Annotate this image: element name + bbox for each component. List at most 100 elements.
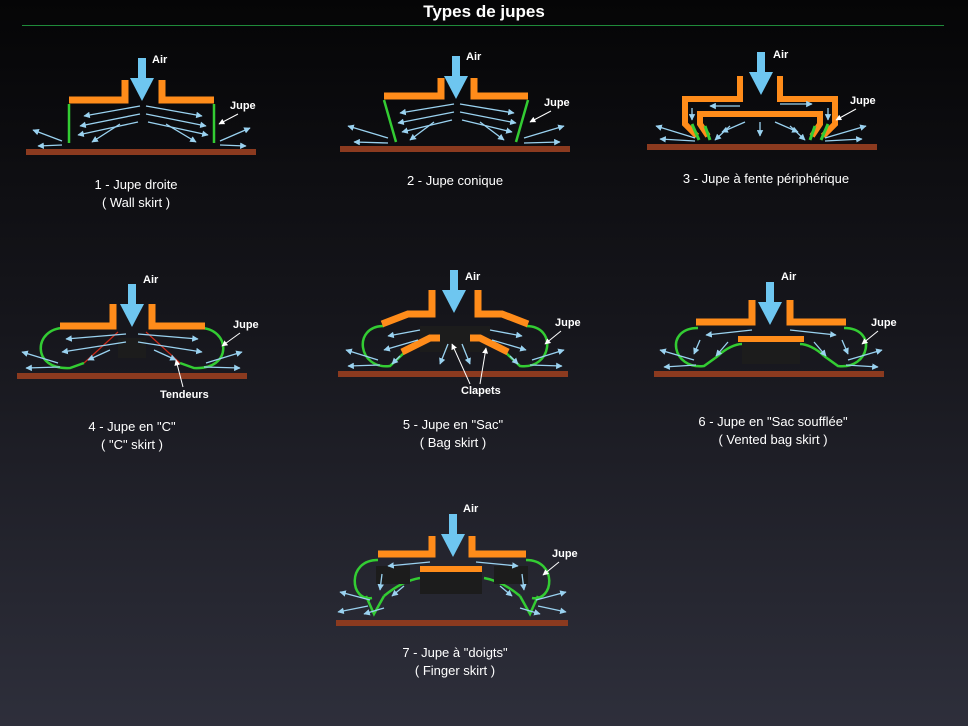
finger-left bbox=[364, 595, 386, 617]
caption-fr: 2 - Jupe conique bbox=[406, 173, 504, 188]
jupe-pointer bbox=[218, 113, 239, 125]
ground bbox=[17, 373, 247, 379]
skirt-left-bag bbox=[361, 324, 406, 368]
caption-skirt-3: 3 - Jupe à fente périphérique bbox=[636, 170, 896, 188]
clapets-pointer-right bbox=[479, 347, 489, 385]
skirt-left-bag bbox=[353, 558, 379, 600]
air-inlet-arrow bbox=[130, 58, 154, 101]
air-flow-arrows bbox=[655, 100, 867, 143]
air-flow-arrows bbox=[21, 333, 243, 372]
jupe-label: Jupe bbox=[555, 317, 581, 329]
skirt-left-a bbox=[690, 123, 701, 141]
clapets-pointer-left bbox=[451, 343, 471, 385]
hull-right bbox=[474, 290, 530, 328]
skirt-right-c bbox=[179, 326, 225, 370]
caption-fr: 3 - Jupe à fente périphérique bbox=[682, 171, 850, 186]
skirt-right-bag bbox=[823, 326, 868, 368]
caption-fr: 4 - Jupe en "C" bbox=[88, 419, 176, 434]
page-title: Types de jupes bbox=[423, 2, 545, 21]
hull-inner bbox=[697, 111, 823, 138]
jupe-label: Jupe bbox=[850, 95, 876, 107]
skirt-left bbox=[382, 99, 398, 143]
bag-block bbox=[420, 570, 482, 594]
air-inlet-arrow bbox=[442, 270, 466, 313]
inner-block-right bbox=[494, 566, 528, 584]
finger-right bbox=[518, 595, 540, 617]
inner-block-left bbox=[376, 566, 410, 584]
air-flow-arrows bbox=[345, 329, 565, 370]
hull-outer bbox=[682, 76, 838, 139]
jupe-label: Jupe bbox=[233, 319, 259, 331]
jupe-pointer bbox=[835, 108, 857, 121]
jupe-pointer bbox=[861, 330, 879, 345]
clapet-right bbox=[470, 334, 510, 356]
ground bbox=[340, 146, 570, 152]
hull-right bbox=[468, 536, 526, 558]
diagram-peripheral-jet-skirt: Air Jupe bbox=[647, 49, 877, 150]
jupe-pointer bbox=[544, 330, 562, 345]
air-inlet-arrow bbox=[441, 514, 465, 557]
air-label: Air bbox=[465, 271, 481, 283]
diagram-c-skirt: Air Jupe Tendeurs bbox=[17, 274, 259, 401]
bag-plate bbox=[738, 336, 804, 342]
diagram-bag-skirt: Air Jupe Clapets bbox=[338, 270, 581, 397]
jupe-pointer bbox=[221, 332, 241, 347]
caption-skirt-1: 1 - Jupe droite ( Wall skirt ) bbox=[6, 176, 266, 212]
air-flow-arrows bbox=[32, 105, 251, 150]
caption-skirt-2: 2 - Jupe conique bbox=[325, 172, 585, 190]
skirt-right bbox=[514, 99, 530, 143]
air-label: Air bbox=[773, 49, 789, 61]
caption-fr: 5 - Jupe en "Sac" bbox=[402, 417, 504, 432]
skirt-right-bag bbox=[525, 558, 551, 600]
jupe-label: Jupe bbox=[871, 317, 897, 329]
caption-skirt-4: 4 - Jupe en "C" ( "C" skirt ) bbox=[2, 418, 262, 454]
hull-left bbox=[380, 290, 436, 328]
jupe-label: Jupe bbox=[230, 100, 256, 112]
skirt-right-a bbox=[819, 123, 830, 141]
diagram-wall-skirt: Air Jupe bbox=[26, 54, 256, 155]
caption-fr: 7 - Jupe à "doigts" bbox=[402, 645, 508, 660]
air-flow-arrows bbox=[659, 329, 883, 370]
skirt-left-b bbox=[703, 125, 712, 141]
clapets-label: Clapets bbox=[461, 385, 501, 397]
air-inlet-arrow bbox=[758, 282, 782, 325]
caption-fr: 1 - Jupe droite bbox=[94, 177, 178, 192]
title-rule bbox=[22, 25, 944, 26]
hull-right bbox=[148, 304, 205, 330]
diagram-vented-bag-skirt: Air Jupe bbox=[654, 271, 897, 377]
caption-en: ( Finger skirt ) bbox=[414, 663, 496, 678]
clapet-left bbox=[400, 334, 440, 356]
skirt-left-bag bbox=[674, 326, 719, 368]
air-label: Air bbox=[143, 274, 159, 286]
center-block bbox=[118, 338, 146, 358]
tendeurs-pointer bbox=[174, 359, 184, 388]
tendeurs-label: Tendeurs bbox=[160, 389, 209, 401]
air-flow-arrows bbox=[347, 103, 565, 146]
hull-left bbox=[384, 78, 445, 100]
bag-block bbox=[742, 340, 800, 364]
hull-left bbox=[69, 80, 129, 104]
hull-left bbox=[696, 300, 756, 326]
caption-en: ( Wall skirt ) bbox=[101, 195, 171, 210]
diagram-conical-skirt: Air Jupe bbox=[340, 51, 570, 152]
ground bbox=[336, 620, 568, 626]
skirt-left-c bbox=[39, 326, 85, 370]
bag-plate bbox=[420, 566, 482, 572]
air-label: Air bbox=[466, 51, 482, 63]
caption-en: ( Bag skirt ) bbox=[419, 435, 487, 450]
hull-right bbox=[158, 80, 214, 104]
hull-right bbox=[786, 300, 846, 326]
hull-left bbox=[60, 304, 117, 330]
ground bbox=[647, 144, 877, 150]
caption-skirt-5: 5 - Jupe en "Sac" ( Bag skirt ) bbox=[323, 416, 583, 452]
air-inlet-arrow bbox=[749, 52, 773, 95]
hull-left bbox=[378, 536, 436, 558]
skirt-right-bag bbox=[504, 324, 549, 368]
caption-fr: 6 - Jupe en "Sac soufflée" bbox=[698, 414, 848, 429]
diagram-finger-skirt: Air Jupe bbox=[336, 503, 578, 626]
ground bbox=[26, 149, 256, 155]
skirt-right-b bbox=[808, 125, 817, 141]
jupe-pointer bbox=[529, 110, 552, 123]
jupe-label: Jupe bbox=[552, 548, 578, 560]
